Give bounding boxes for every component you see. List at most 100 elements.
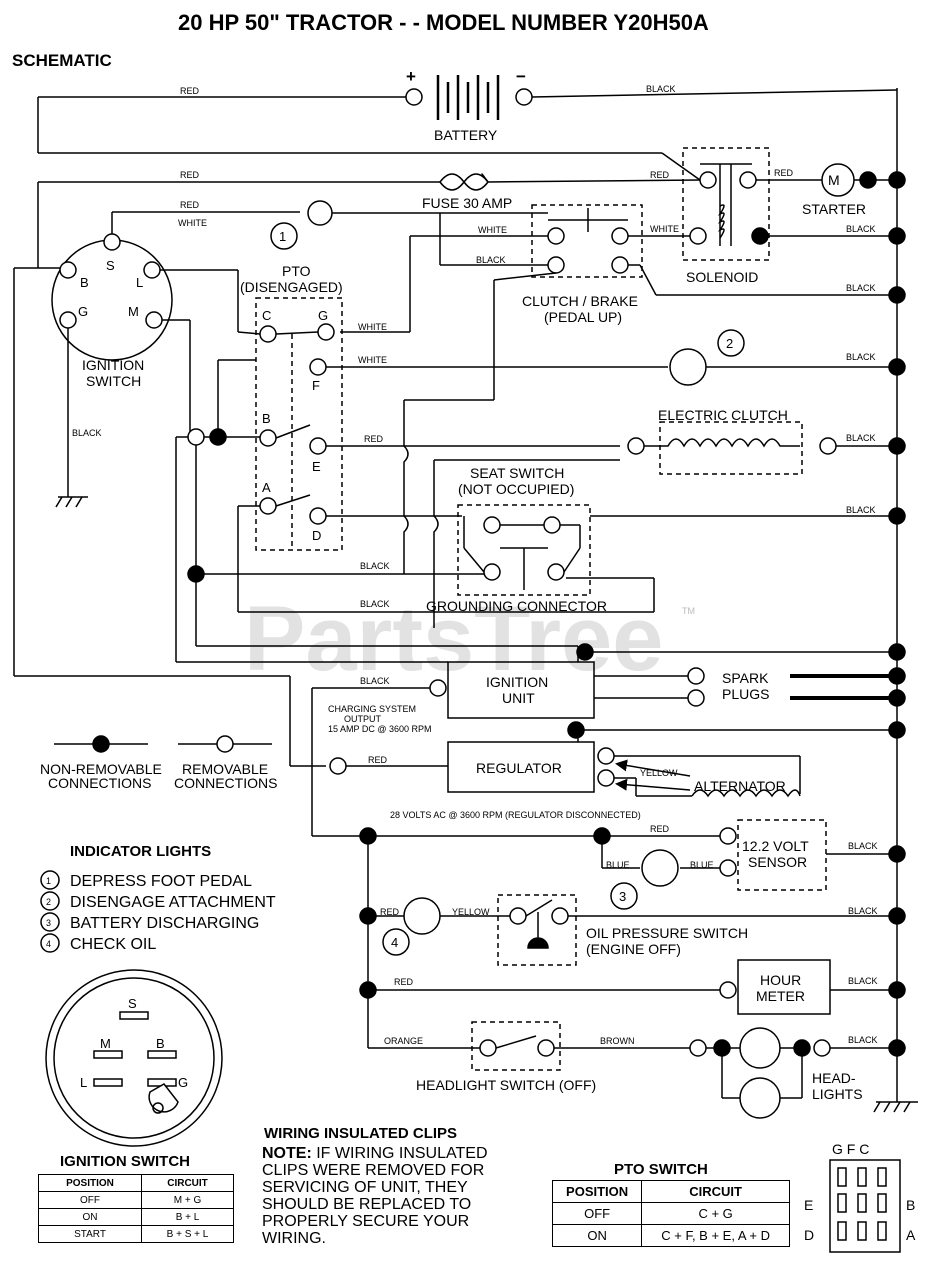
- ignition-unit-label: IGNITION: [486, 674, 548, 690]
- ac-note: 28 VOLTS AC @ 3600 RPM (REGULATOR DISCON…: [390, 810, 641, 820]
- pto-switch-box: [255, 297, 343, 551]
- pto-label: PTO: [282, 263, 311, 279]
- voltage-sensor-box: [737, 819, 827, 891]
- clutch-brake-sub: (PEDAL UP): [544, 309, 622, 325]
- solenoid-coil: [717, 204, 725, 239]
- headlight-switch-box: [471, 1021, 561, 1071]
- terminal-label: L: [136, 275, 143, 290]
- pto-face-b: B: [906, 1197, 915, 1213]
- headlight-1: [739, 1027, 781, 1069]
- wire-label: BLUE: [606, 860, 630, 870]
- terminal-label: S: [106, 258, 115, 273]
- pto-switch-table: POSITION CIRCUIT OFF C + G ON C + F, B +…: [551, 1180, 790, 1247]
- pto-face-a: A: [906, 1227, 916, 1243]
- pto-face-e: E: [804, 1197, 813, 1213]
- hour-meter-label: HOUR: [760, 972, 801, 988]
- ignition-switch-table: POSITION CIRCUIT OFF M + G ON B + L STAR…: [37, 1174, 234, 1243]
- battery-negative-terminal: [515, 88, 533, 106]
- charging-label-3: 15 AMP DC @ 3600 RPM: [328, 724, 432, 734]
- battery-cells: [436, 75, 500, 120]
- sensor-sub: SENSOR: [748, 854, 807, 870]
- clips-line: WIRING.: [262, 1230, 326, 1247]
- clips-line: SHOULD BE REPLACED TO: [262, 1196, 471, 1213]
- svg-text:NOTE: IF WIRING INSULATED: NOTE: IF WIRING INSULATED: [262, 1145, 488, 1162]
- wire-label: BLUE: [690, 860, 714, 870]
- legend-removable-2: CONNECTIONS: [174, 775, 277, 791]
- face-terminal-label: B: [156, 1036, 165, 1051]
- wire-label: BLACK: [848, 841, 878, 851]
- terminal-label: B: [80, 275, 89, 290]
- oil-pressure-label: OIL PRESSURE SWITCH: [586, 925, 748, 941]
- light-number: 3: [619, 889, 626, 904]
- clips-line: IF WIRING INSULATED: [312, 1145, 488, 1162]
- wire-label: BLACK: [848, 1035, 878, 1045]
- headlights-sub: LIGHTS: [812, 1086, 863, 1102]
- starter-label: STARTER: [802, 201, 866, 217]
- terminal-label: M: [128, 304, 139, 319]
- table-cell: OFF: [551, 1202, 643, 1225]
- indicator-light-2: [669, 348, 707, 386]
- wire-label: BLACK: [846, 224, 876, 234]
- wire-label: YELLOW: [640, 768, 678, 778]
- charging-label-2: OUTPUT: [344, 714, 382, 724]
- wire-label: YELLOW: [452, 907, 490, 917]
- indicator-light-1: [307, 200, 333, 226]
- table-header: POSITION: [37, 1174, 143, 1192]
- wire-label: BLACK: [360, 599, 390, 609]
- grounding-connector-label: GROUNDING CONNECTOR: [426, 598, 607, 614]
- wire-label: BLACK: [476, 255, 506, 265]
- pto-sub: (DISENGAGED): [240, 279, 343, 295]
- wire-label: BLACK: [846, 283, 876, 293]
- headlights-label: HEAD-: [812, 1070, 856, 1086]
- oil-pressure-switch-box: [497, 894, 577, 966]
- wire-label: RED: [380, 907, 400, 917]
- oil-pressure-sub: (ENGINE OFF): [586, 941, 681, 957]
- wire-label: RED: [180, 200, 200, 210]
- ignition-switch-label: IGNITION: [82, 357, 144, 373]
- face-terminal-label: G: [178, 1075, 188, 1090]
- light-number: 1: [279, 229, 286, 244]
- headlight-2: [739, 1077, 781, 1119]
- battery-label: BATTERY: [434, 127, 498, 143]
- battery-minus: −: [516, 67, 526, 86]
- electric-clutch-label: ELECTRIC CLUTCH: [658, 407, 788, 423]
- solenoid-label: SOLENOID: [686, 269, 758, 285]
- wire-label: WHITE: [358, 355, 387, 365]
- ignition-switch-face: [45, 969, 223, 1147]
- ignition-switch-sub: SWITCH: [86, 373, 141, 389]
- schematic-label: SCHEMATIC: [12, 51, 112, 70]
- table-cell: B + S + L: [141, 1225, 234, 1243]
- seat-switch-sub: (NOT OCCUPIED): [458, 481, 574, 497]
- electric-clutch-box: [659, 421, 803, 475]
- wire-label: BLACK: [360, 561, 390, 571]
- wire-label: WHITE: [650, 224, 679, 234]
- page-title: 20 HP 50" TRACTOR - - MODEL NUMBER Y20H5…: [178, 10, 709, 35]
- indicator-number: 1: [46, 876, 51, 886]
- wire-label: RED: [650, 170, 670, 180]
- indicator-item: DISENGAGE ATTACHMENT: [70, 894, 276, 911]
- terminal-label: D: [312, 528, 321, 543]
- wire-label: RED: [180, 170, 200, 180]
- spark-plugs-label: SPARK: [722, 670, 769, 686]
- table-row: START B + S + L: [37, 1225, 234, 1243]
- wire-label: BROWN: [600, 1036, 635, 1046]
- clips-line: PROPERLY SECURE YOUR: [262, 1213, 469, 1230]
- wire-label: RED: [368, 755, 388, 765]
- regulator-label: REGULATOR: [476, 760, 562, 776]
- table-header: CIRCUIT: [141, 1174, 234, 1192]
- terminal-label: B: [262, 411, 271, 426]
- face-terminal-label: S: [128, 996, 137, 1011]
- pto-switch-face: [829, 1159, 901, 1253]
- table-cell: M + G: [141, 1191, 234, 1209]
- hour-meter-sub: METER: [756, 988, 805, 1004]
- terminal-label: G: [318, 308, 328, 323]
- indicator-item: BATTERY DISCHARGING: [70, 915, 259, 932]
- table-cell: C + G: [641, 1202, 790, 1225]
- wire-label: WHITE: [358, 322, 387, 332]
- regulator-box: [447, 741, 595, 793]
- table-cell: START: [37, 1225, 143, 1243]
- table-row: OFF M + G: [37, 1191, 234, 1209]
- legend-removable: REMOVABLE: [182, 761, 268, 777]
- face-terminal-label: M: [100, 1036, 111, 1051]
